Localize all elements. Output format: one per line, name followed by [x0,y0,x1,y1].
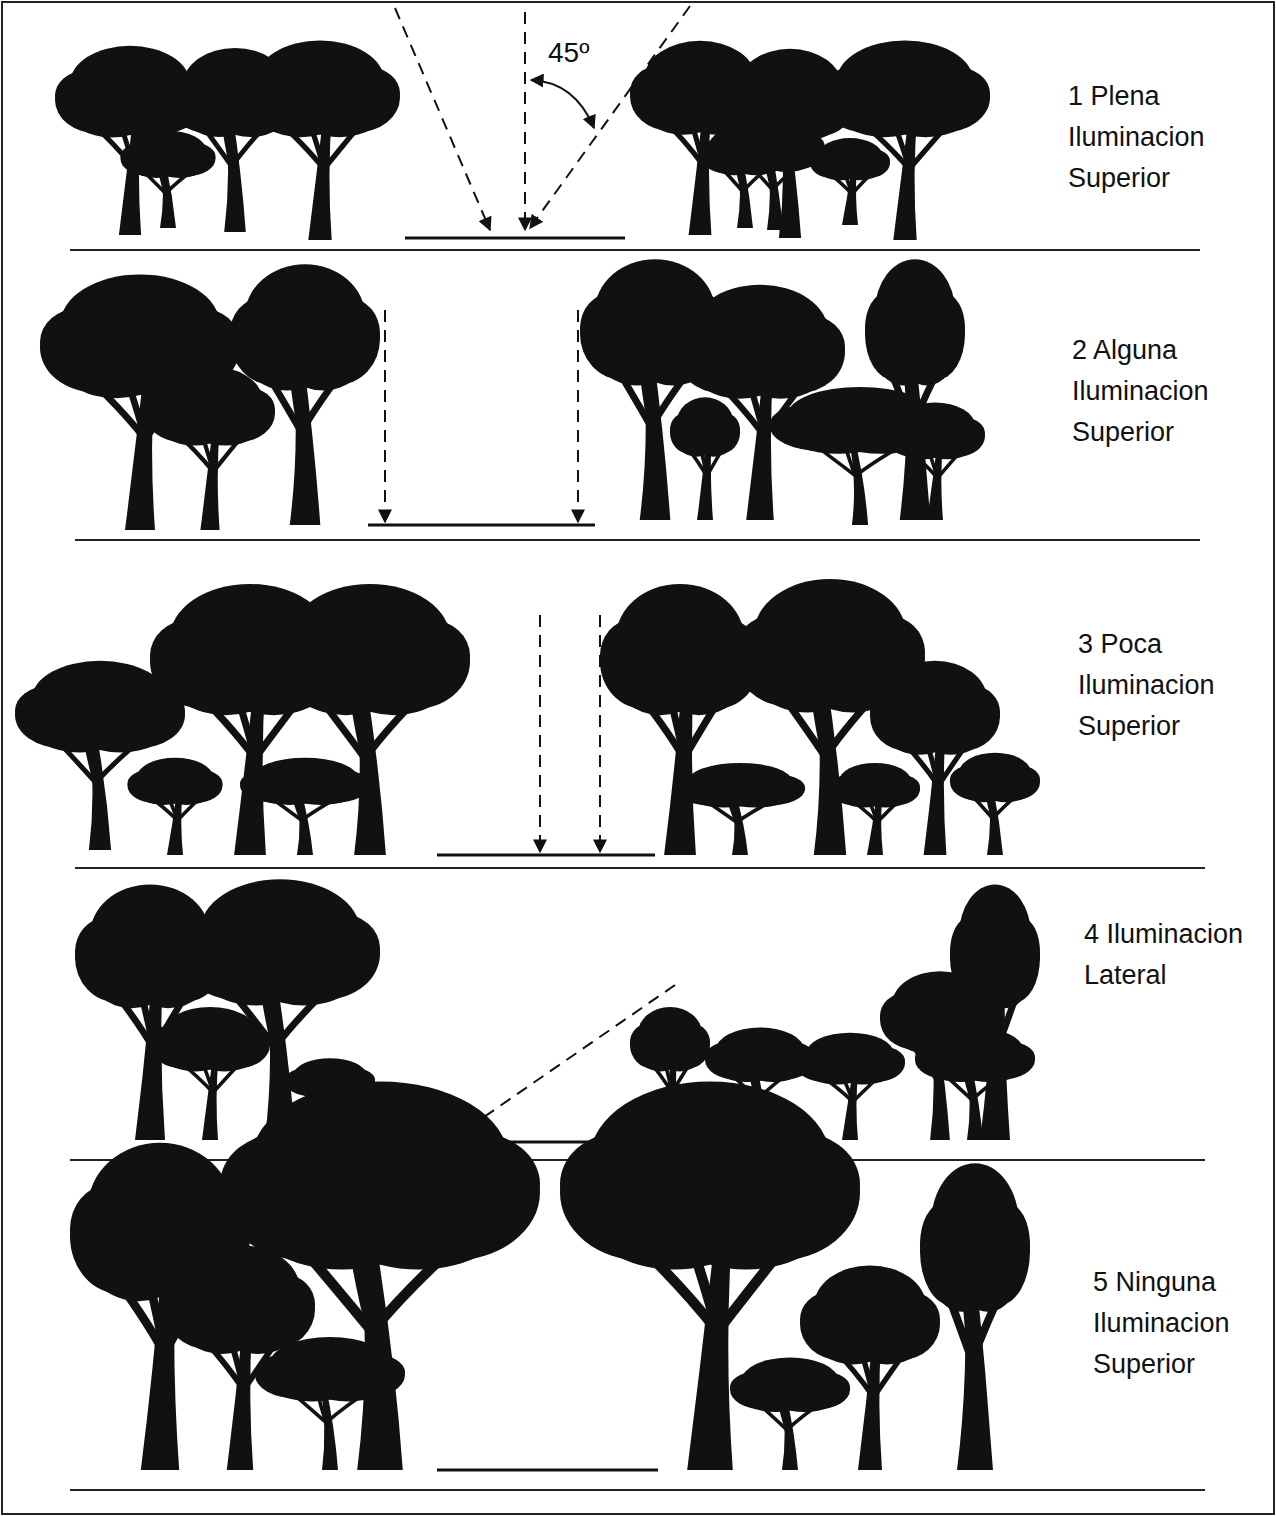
tree-silhouette [730,1358,850,1470]
tree-silhouette [950,753,1040,855]
tree-silhouette [600,584,760,855]
tree-silhouette [255,1337,405,1470]
light-rays [385,6,690,1137]
tree-silhouette [15,661,185,850]
tree-silhouette [675,763,805,855]
tree-silhouette [700,126,790,228]
tree-silhouette [240,758,370,855]
panel-label: 4 Iluminacion Lateral [1084,914,1269,996]
tree-silhouette [150,584,350,855]
panel-label: 5 Ninguna Iluminacion Superior [1093,1262,1263,1385]
tree-silhouette [915,1028,1035,1140]
tree-silhouette [220,1081,540,1470]
tree-silhouette [735,579,925,855]
trees [15,41,1040,1470]
tree-silhouette [55,46,205,235]
tree-silhouette [830,763,920,855]
tree-silhouette [240,41,400,240]
tree-silhouette [165,1245,315,1470]
tree-silhouette [270,584,470,855]
tree-silhouette [150,1007,270,1140]
tree-silhouette [950,884,1040,1140]
panel-label: 2 Alguna Iluminacion Superior [1072,330,1257,453]
tree-silhouette [810,138,890,225]
tree-silhouette [560,1081,860,1470]
ground-lines [70,250,1205,1490]
panel-label: 3 Poca Iluminacion Superior [1078,624,1263,747]
tree-silhouette [128,758,223,855]
angle-arc [531,80,594,128]
tree-silhouette [121,131,216,228]
panel-label: 1 Plena Iluminacion Superior [1068,76,1253,199]
gap-lines [368,238,658,1470]
tree-silhouette [145,366,275,530]
angle-label: 45º [548,32,589,73]
tree-silhouette [885,402,985,520]
tree-silhouette [670,397,740,520]
